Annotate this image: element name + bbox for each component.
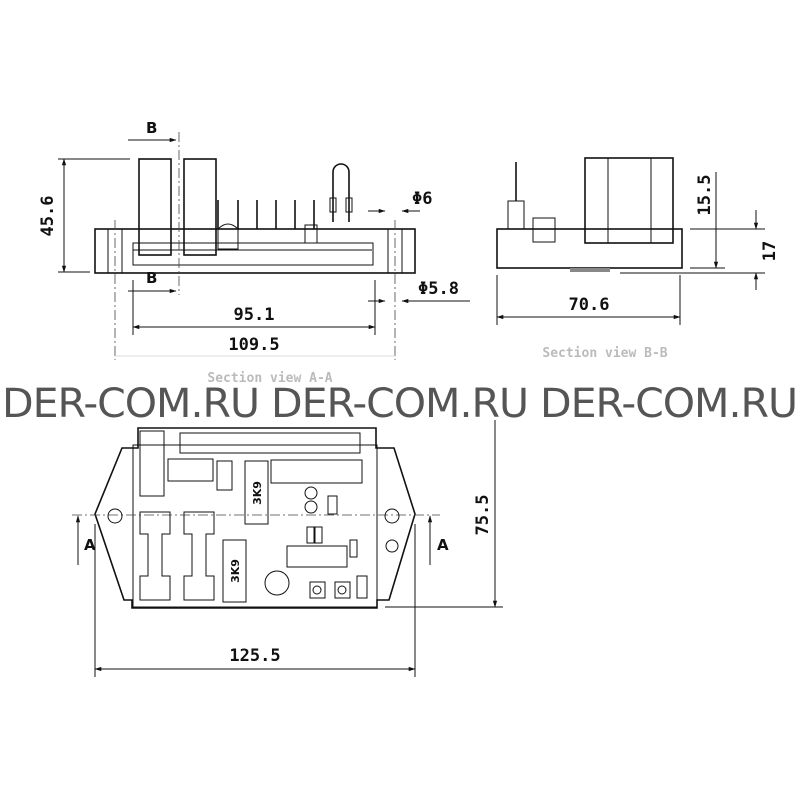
top-view: 3K9 3K9 A A 125.5 75.5 bbox=[72, 420, 503, 677]
width-dim-109-5: 109.5 bbox=[228, 335, 279, 355]
height-dim-75-5: 75.5 bbox=[473, 495, 493, 536]
height-dim-17: 17 bbox=[760, 241, 780, 261]
hole-dim-phi-6: Φ6 bbox=[412, 189, 432, 209]
mount-hole-right bbox=[384, 508, 400, 524]
section-marker-b-bottom: B bbox=[146, 269, 157, 287]
section-view-b-b: 70.6 15.5 17 Section view B-B bbox=[496, 157, 780, 361]
diode-2 bbox=[183, 511, 215, 601]
watermark: DER-COM.RU DER-COM.RU DER-COM.RU bbox=[2, 381, 797, 427]
terminal-strip bbox=[270, 459, 363, 484]
resistor-2-label: 3K9 bbox=[229, 559, 242, 583]
pcb-outline bbox=[94, 427, 416, 609]
mount-hole-left bbox=[107, 508, 123, 524]
capacitor-profile bbox=[217, 223, 239, 250]
terminal-block-right bbox=[183, 158, 217, 256]
section-marker-a-right: A bbox=[437, 536, 449, 554]
transformer-block bbox=[584, 157, 674, 244]
section-view-a-a: 45.6 95.1 109.5 Φ6 Φ5.8 B B Section view… bbox=[38, 119, 470, 386]
section-b-b-caption: Section view B-B bbox=[542, 346, 667, 361]
resistor-3k9-top bbox=[244, 460, 269, 525]
base-housing-bb bbox=[496, 228, 683, 269]
resistor-1-label: 3K9 bbox=[251, 481, 264, 505]
resistor-3k9-bottom bbox=[222, 539, 247, 603]
hole-dim-phi-5-8: Φ5.8 bbox=[418, 279, 459, 299]
width-dim-125-5: 125.5 bbox=[229, 646, 280, 666]
pin-row bbox=[217, 200, 315, 229]
diode-1 bbox=[139, 511, 171, 601]
section-marker-a-left: A bbox=[84, 536, 96, 554]
width-dim-70-6: 70.6 bbox=[569, 295, 610, 315]
height-dim-45-6: 45.6 bbox=[38, 196, 58, 237]
jumper-wire bbox=[332, 163, 350, 222]
section-marker-b-top: B bbox=[146, 119, 157, 137]
terminal-block-left bbox=[138, 158, 172, 256]
section-a-a-caption: Section view A-A bbox=[207, 371, 332, 386]
base-housing bbox=[94, 228, 416, 274]
width-dim-95-1: 95.1 bbox=[234, 305, 275, 325]
height-dim-15-5: 15.5 bbox=[695, 175, 715, 216]
